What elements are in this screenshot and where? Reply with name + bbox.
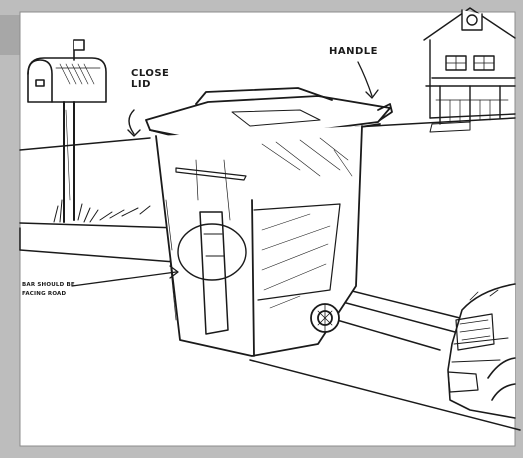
- handle-arrow: [358, 62, 378, 98]
- trash-cart: [146, 88, 392, 356]
- close-lid-line1: CLOSE: [131, 69, 169, 79]
- bar-facing-road-label: BAR SHOULD BE FACING ROAD: [22, 283, 75, 300]
- close-lid-line2: LID: [131, 80, 169, 90]
- house: [424, 8, 515, 132]
- close-lid-arrow: [128, 110, 140, 136]
- car: [448, 284, 515, 418]
- handle-label: HANDLE: [329, 47, 378, 57]
- bar-arrow: [72, 266, 178, 286]
- close-lid-label: CLOSE LID: [131, 69, 169, 91]
- bar-label-line1: BAR SHOULD BE: [22, 283, 75, 289]
- bar-label-line2: FACING ROAD: [22, 292, 75, 298]
